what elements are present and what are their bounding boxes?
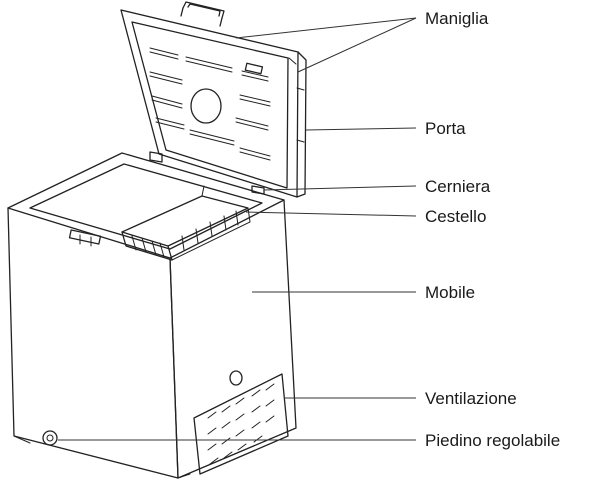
adjustable-foot [42, 430, 58, 446]
lid [120, 9, 307, 198]
label-basket: Cestello [425, 207, 486, 226]
label-door: Porta [425, 119, 466, 138]
cabinet [7, 152, 297, 479]
label-handle: Maniglia [425, 9, 489, 28]
ventilation-grille [193, 370, 289, 475]
label-ventilation: Ventilazione [425, 389, 517, 408]
basket [121, 185, 251, 261]
label-adjustable-foot: Piedino regolabile [425, 431, 560, 450]
leader-lines [58, 17, 417, 441]
handle [180, 1, 225, 27]
label-hinge: Cerniera [425, 177, 491, 196]
label-cabinet: Mobile [425, 283, 475, 302]
